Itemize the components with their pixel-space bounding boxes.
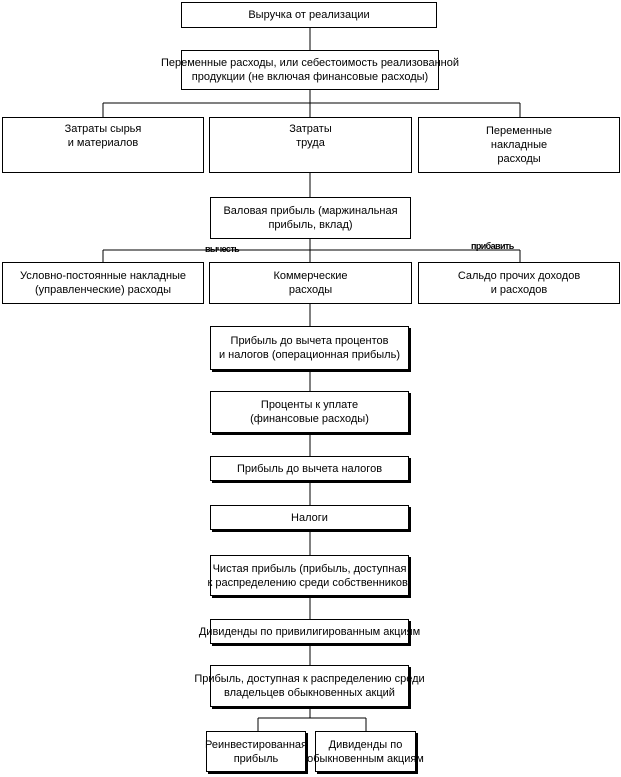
raw-materials-label-line2: и материалов — [67, 137, 139, 149]
taxes-label: Налоги — [291, 511, 328, 524]
commercial-label-line2: расходы — [288, 284, 333, 296]
variable-overhead-label-line2: накладные — [490, 139, 548, 151]
commercial-box: Коммерческие расходы — [209, 262, 412, 304]
variable-costs-label-line1: Переменные расходы, или себестоимость ре… — [160, 57, 460, 69]
gross-profit-label-line1: Валовая прибыль (маржинальная — [223, 205, 398, 217]
ebit-label-line1: Прибыль до вычета процентов — [230, 335, 389, 347]
variable-costs-box: Переменные расходы, или себестоимость ре… — [161, 50, 459, 90]
labor-label-line2: труда — [296, 137, 325, 149]
common-dividends-label-line2: обыкновенным акциям — [307, 752, 424, 765]
common-dividends-label-line1: Дивиденды по — [328, 738, 403, 751]
ebit-box: Прибыль до вычета процентов и налогов (о… — [210, 326, 409, 370]
interest-label-line1: Проценты к уплате — [260, 399, 359, 411]
raw-materials-box: Затраты сырья и материалов — [2, 117, 204, 173]
fixed-overhead-label-line1: Условно-постоянные накладные — [19, 270, 187, 282]
variable-costs-label-line2: продукции (не включая финансовые расходы… — [191, 71, 429, 83]
pref-dividends-box: Дивиденды по привилигированным акциям — [199, 619, 420, 644]
revenue-label: Выручка от реализации — [248, 9, 370, 21]
subtract-label: вычесть — [205, 244, 240, 254]
fixed-overhead-label-line2: (управленческие) расходы — [34, 284, 171, 296]
commercial-label-line1: Коммерческие — [273, 270, 348, 282]
variable-overhead-label-line1: Переменные — [485, 125, 553, 137]
interest-box: Проценты к уплате (финансовые расходы) — [210, 391, 409, 433]
ebt-label: Прибыль до вычета налогов — [236, 462, 383, 475]
labor-label-line1: Затраты — [289, 123, 332, 135]
labor-box: Затраты труда — [209, 117, 412, 173]
variable-overhead-label-line3: расходы — [497, 153, 541, 165]
variable-overhead-box: Переменные накладные расходы — [418, 117, 620, 173]
other-income-label-line2: и расходов — [490, 284, 548, 296]
common-dividends-box: Дивиденды по обыкновенным акциям — [307, 731, 424, 772]
gross-profit-box: Валовая прибыль (маржинальная прибыль, в… — [210, 197, 411, 239]
fixed-overhead-box: Условно-постоянные накладные (управленче… — [2, 262, 204, 304]
common-profit-box: Прибыль, доступная к распределению среди… — [194, 665, 425, 707]
pref-dividends-label: Дивиденды по привилигированным акциям — [198, 625, 421, 638]
net-profit-label-line2: к распределению среди собственников) — [207, 576, 412, 589]
gross-profit-label-line2: прибыль, вклад) — [268, 219, 353, 231]
revenue-box: Выручка от реализации — [181, 2, 437, 28]
common-profit-label-line1: Прибыль, доступная к распределению среди — [194, 673, 425, 685]
interest-label-line2: (финансовые расходы) — [250, 413, 369, 425]
reinvested-label-line1: Реинвестированная — [205, 738, 308, 751]
raw-materials-label-line1: Затраты сырья — [64, 123, 142, 135]
common-profit-label-line2: владельцев обыкновенных акций — [224, 687, 395, 699]
other-income-label-line1: Сальдо прочих доходов — [457, 270, 581, 282]
other-income-box: Сальдо прочих доходов и расходов — [418, 262, 620, 304]
net-profit-label-line1: Чистая прибыль (прибыль, доступная — [212, 562, 407, 575]
add-label: прибавить — [471, 241, 514, 251]
reinvested-label-line2: прибыль — [233, 752, 279, 765]
reinvested-box: Реинвестированная прибыль — [205, 731, 308, 772]
taxes-box: Налоги — [210, 505, 409, 530]
ebt-box: Прибыль до вычета налогов — [210, 456, 409, 481]
net-profit-box: Чистая прибыль (прибыль, доступная к рас… — [207, 555, 412, 596]
ebit-label-line2: и налогов (операционная прибыль) — [218, 349, 400, 361]
